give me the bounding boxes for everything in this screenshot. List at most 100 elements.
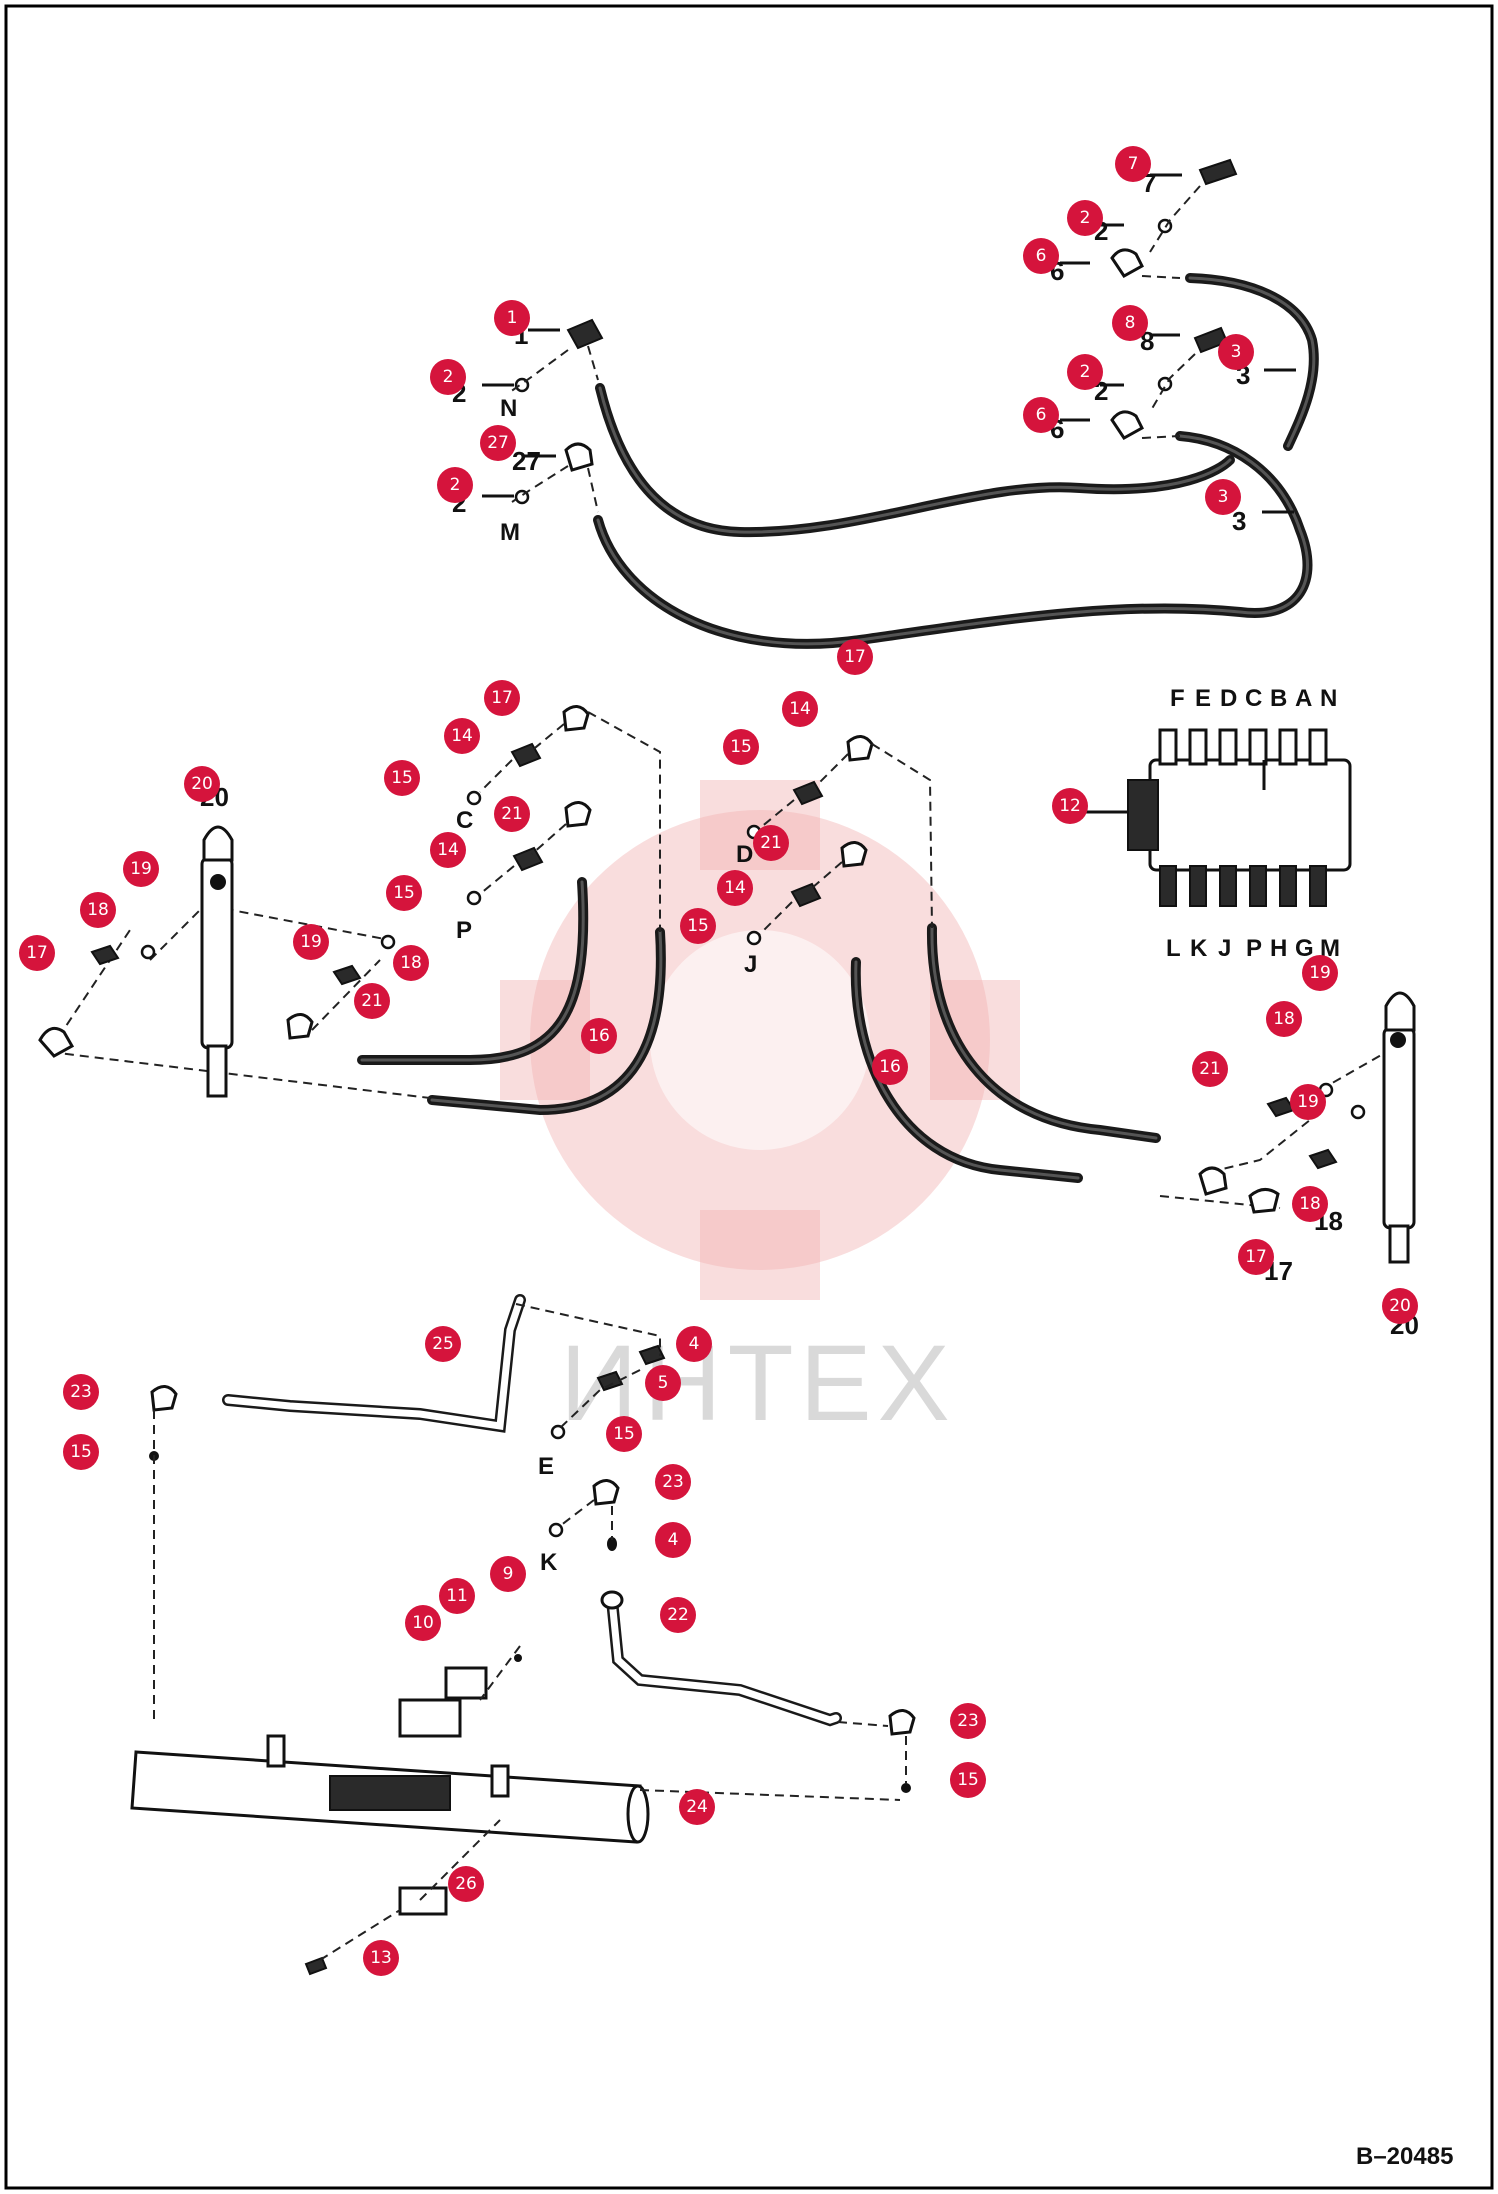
svg-text:19: 19 bbox=[1309, 963, 1331, 983]
callout-badge: 18 bbox=[393, 945, 429, 981]
svg-text:17: 17 bbox=[844, 647, 866, 667]
port-letter-j: J bbox=[1218, 935, 1231, 962]
callout-badge: 14 bbox=[430, 832, 466, 868]
leader-lines bbox=[482, 173, 1296, 814]
svg-text:15: 15 bbox=[613, 1424, 635, 1444]
callout-badge: 4 bbox=[655, 1522, 691, 1558]
callout-badge: 21 bbox=[494, 796, 530, 832]
svg-text:8: 8 bbox=[1125, 313, 1136, 333]
callout-badge: 21 bbox=[1192, 1051, 1228, 1087]
valve-port-letters-bottom: L K J P H G M bbox=[1166, 935, 1340, 962]
port-letter-h: H bbox=[1270, 935, 1287, 962]
callout-badge: 2 bbox=[1067, 200, 1103, 236]
svg-text:26: 26 bbox=[455, 1874, 477, 1894]
svg-text:15: 15 bbox=[393, 883, 415, 903]
callout-badge: 3 bbox=[1218, 334, 1254, 370]
port-letter-m: M bbox=[1320, 935, 1340, 962]
callout-badge: 15 bbox=[63, 1434, 99, 1470]
svg-text:2: 2 bbox=[450, 475, 461, 495]
callout-badge: 15 bbox=[386, 875, 422, 911]
callout-badge: 12 bbox=[1052, 788, 1088, 824]
callout-badge: 19 bbox=[123, 851, 159, 887]
line-letter-e: E bbox=[538, 1453, 554, 1480]
port-letter-e: E bbox=[1195, 685, 1211, 712]
svg-text:21: 21 bbox=[361, 991, 383, 1011]
middle-fittings bbox=[466, 705, 874, 946]
upper-hoses bbox=[593, 273, 1319, 649]
callout-badge: 14 bbox=[717, 870, 753, 906]
lower-fittings bbox=[149, 1344, 916, 1793]
callout-badge: 2 bbox=[437, 467, 473, 503]
port-letter-a: A bbox=[1295, 685, 1312, 712]
svg-text:14: 14 bbox=[437, 840, 459, 860]
callout-badge: 2 bbox=[1067, 354, 1103, 390]
line-letter-m: M bbox=[500, 519, 520, 546]
svg-text:17: 17 bbox=[491, 688, 513, 708]
svg-text:23: 23 bbox=[70, 1382, 92, 1402]
callout-badge: 17 bbox=[484, 680, 520, 716]
svg-text:23: 23 bbox=[662, 1472, 684, 1492]
callout-badge: 23 bbox=[63, 1374, 99, 1410]
port-letter-f: F bbox=[1170, 685, 1185, 712]
svg-text:25: 25 bbox=[432, 1334, 454, 1354]
callout-badge: 18 bbox=[1292, 1186, 1328, 1222]
svg-text:5: 5 bbox=[658, 1373, 669, 1393]
svg-text:1: 1 bbox=[507, 308, 518, 328]
upper-dash-lines bbox=[509, 185, 1201, 513]
svg-text:3: 3 bbox=[1231, 342, 1242, 362]
middle-hoses bbox=[357, 877, 1161, 1183]
svg-text:17: 17 bbox=[1245, 1247, 1267, 1267]
svg-text:2: 2 bbox=[443, 367, 454, 387]
callout-badge: 14 bbox=[444, 718, 480, 754]
svg-text:15: 15 bbox=[730, 737, 752, 757]
callout-badge: 11 bbox=[439, 1578, 475, 1614]
callout-badge: 15 bbox=[950, 1762, 986, 1798]
callout-badge: 21 bbox=[354, 983, 390, 1019]
lower-tubes bbox=[222, 1294, 842, 1727]
svg-text:14: 14 bbox=[789, 699, 811, 719]
callout-badge: 5 bbox=[645, 1365, 681, 1401]
callout-badge: 16 bbox=[872, 1049, 908, 1085]
callout-badge: 6 bbox=[1023, 238, 1059, 274]
callout-badge: 7 bbox=[1115, 146, 1151, 182]
line-letter-k: K bbox=[540, 1549, 558, 1576]
port-letter-d: D bbox=[1220, 685, 1237, 712]
callout-badge: 23 bbox=[655, 1464, 691, 1500]
svg-text:19: 19 bbox=[300, 932, 322, 952]
svg-text:9: 9 bbox=[503, 1564, 514, 1584]
svg-text:18: 18 bbox=[1299, 1194, 1321, 1214]
svg-text:3: 3 bbox=[1232, 506, 1246, 536]
callout-badge: 25 bbox=[425, 1326, 461, 1362]
callout-badge: 15 bbox=[723, 729, 759, 765]
callout-badge: 9 bbox=[490, 1556, 526, 1592]
svg-text:2: 2 bbox=[1080, 362, 1091, 382]
port-letter-c: C bbox=[1245, 685, 1262, 712]
line-letters: N M C P D J E K bbox=[456, 395, 757, 1576]
line-letter-j: J bbox=[744, 951, 757, 978]
watermark-gear bbox=[500, 780, 1020, 1300]
callout-badge: 24 bbox=[679, 1789, 715, 1825]
callout-badge: 17 bbox=[19, 935, 55, 971]
middle-dash-lines bbox=[49, 711, 1391, 1209]
svg-text:19: 19 bbox=[130, 859, 152, 879]
svg-text:2: 2 bbox=[1080, 208, 1091, 228]
drawing-frame bbox=[4, 4, 1494, 2190]
callout-badge: 21 bbox=[753, 825, 789, 861]
port-letter-l: L bbox=[1166, 935, 1181, 962]
svg-text:17: 17 bbox=[26, 943, 48, 963]
svg-text:21: 21 bbox=[760, 833, 782, 853]
callout-badge: 15 bbox=[384, 760, 420, 796]
control-valve-body bbox=[1127, 728, 1352, 907]
svg-text:15: 15 bbox=[957, 1770, 979, 1790]
callout-badge: 22 bbox=[660, 1597, 696, 1633]
callout-badge: 4 bbox=[676, 1326, 712, 1362]
svg-text:12: 12 bbox=[1059, 796, 1081, 816]
svg-text:21: 21 bbox=[501, 804, 523, 824]
svg-text:6: 6 bbox=[1036, 246, 1047, 266]
svg-text:22: 22 bbox=[667, 1605, 689, 1625]
line-letter-c: C bbox=[456, 807, 473, 834]
line-letter-n: N bbox=[500, 395, 517, 422]
svg-text:19: 19 bbox=[1297, 1092, 1319, 1112]
svg-text:20: 20 bbox=[1389, 1296, 1411, 1316]
